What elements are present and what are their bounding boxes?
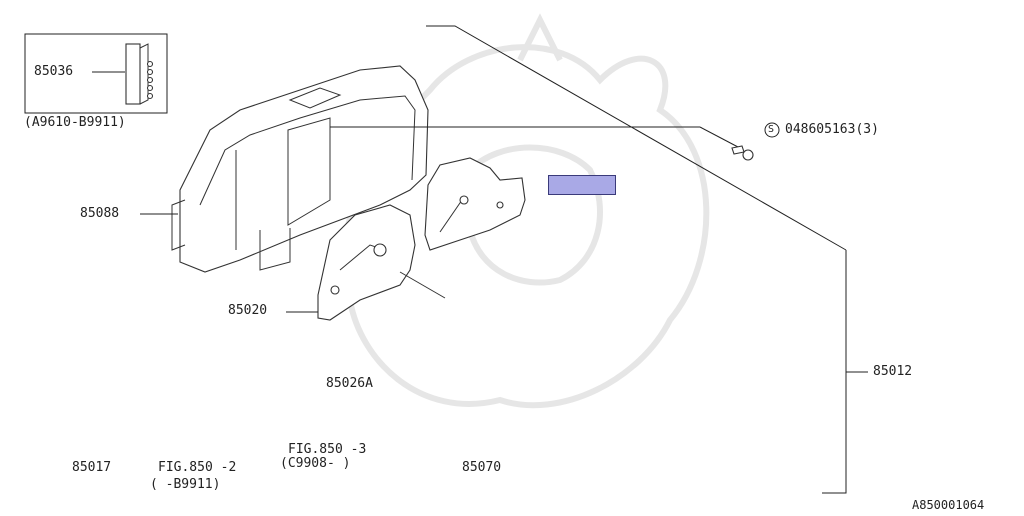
label-85017: 85017	[72, 460, 112, 475]
label-fig850-2: FIG.850 -2	[158, 460, 237, 475]
label-85012: 85012	[873, 364, 913, 379]
label-85088: 85088	[80, 206, 120, 221]
highlighted-part	[548, 175, 616, 195]
screw-icon	[731, 145, 754, 161]
dial-plate-85020	[317, 204, 446, 321]
leader-screw-d	[699, 126, 739, 148]
label-fig850-2-range: ( -B9911)	[150, 477, 221, 492]
connector-85036	[125, 43, 154, 105]
label-85036: 85036	[34, 64, 74, 79]
dial-plate-upper	[424, 157, 526, 251]
label-85036-range: (A9610-B9911)	[24, 115, 126, 130]
label-85020: 85020	[228, 303, 268, 318]
diagram-id: A850001064	[912, 498, 985, 512]
screw-symbol: S	[768, 124, 775, 135]
label-fig850-3-range: (C9908- )	[280, 456, 351, 471]
label-screw-part: 048605163(3)	[785, 122, 879, 137]
case-85088	[171, 65, 429, 273]
bracket-85012	[822, 250, 847, 494]
inset-box-85036	[24, 33, 168, 114]
leader-top-85012	[426, 25, 847, 251]
label-85026A: 85026A	[326, 376, 373, 391]
label-fig850-3: FIG.850 -3	[288, 442, 367, 457]
screw-symbol-circle	[764, 122, 780, 138]
label-85070: 85070	[462, 460, 502, 475]
